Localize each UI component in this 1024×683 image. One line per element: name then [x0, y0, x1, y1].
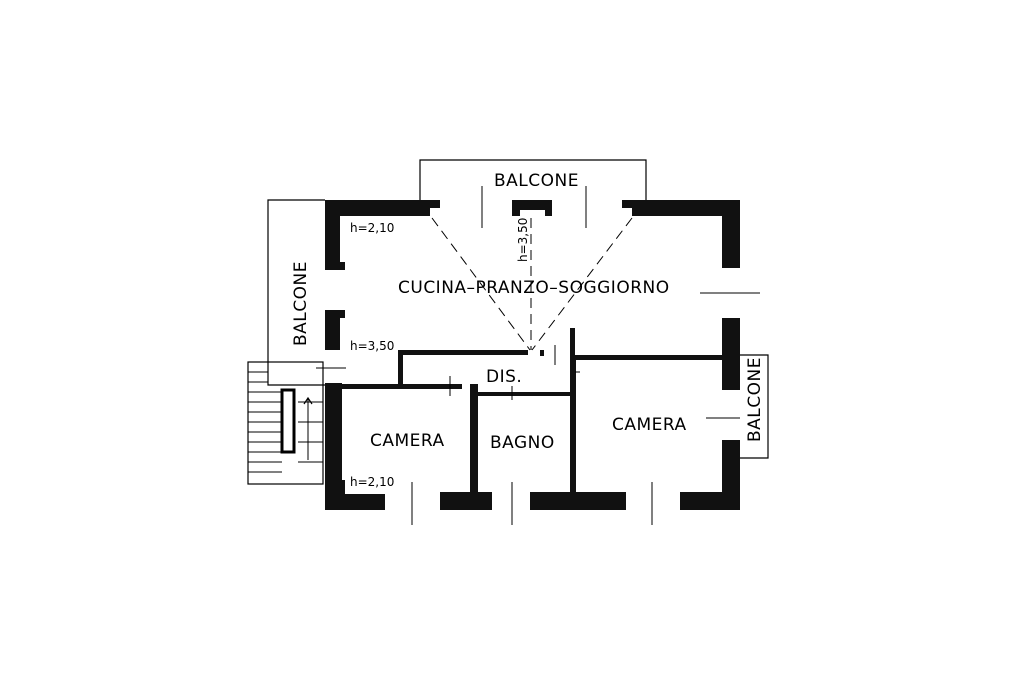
height-center: h=3,50	[516, 218, 530, 262]
balcony-right-outline	[740, 354, 769, 459]
balcony-top-outline	[419, 159, 647, 200]
stair-railing	[280, 388, 296, 454]
staircase	[247, 361, 324, 485]
height-top-left: h=2,10	[350, 221, 394, 235]
balcone-top-label: BALCONE	[494, 171, 579, 191]
exterior-walls	[325, 200, 740, 510]
interior-walls	[342, 328, 722, 492]
height-bottom-left: h=2,10	[350, 475, 394, 489]
camera-left-label: CAMERA	[370, 431, 445, 451]
living-room-label: CUCINA–PRANZO–SOGGIORNO	[398, 278, 670, 298]
height-mid-left: h=3,50	[350, 339, 394, 353]
dis-label: DIS.	[486, 367, 522, 387]
axis-lines	[316, 186, 760, 525]
balcone-right-label: BALCONE	[745, 357, 765, 442]
bagno-label: BAGNO	[490, 433, 555, 453]
balcony-left-outline	[267, 199, 325, 386]
ceiling-dashed-lines	[431, 217, 633, 351]
camera-right-label: CAMERA	[612, 415, 687, 435]
balcone-left-label: BALCONE	[291, 261, 311, 346]
